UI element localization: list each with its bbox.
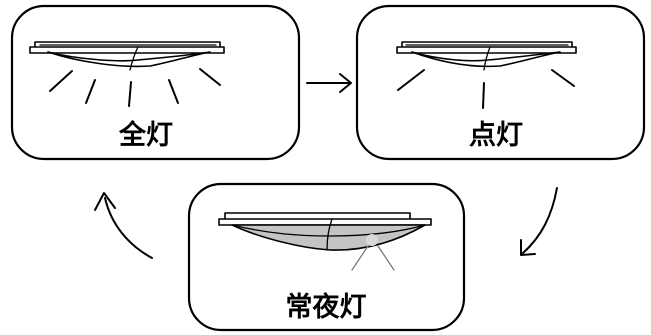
mode-label-dimmed: 点灯 — [469, 120, 523, 151]
mode-label-night-light: 常夜灯 — [286, 291, 367, 323]
mode-label-all-on: 全灯 — [118, 119, 173, 151]
ceiling-light-icon — [396, 41, 577, 71]
panel-all-on: 全灯 — [10, 4, 301, 161]
light-ray-icon — [397, 69, 575, 109]
panel-night-light: 常夜灯 — [187, 182, 466, 332]
cycle-arrow-icon-right — [306, 73, 352, 93]
light-ray-icon — [49, 68, 221, 107]
cycle-arrow-icon-down — [520, 187, 558, 256]
ceiling-light-icon — [218, 212, 432, 251]
ceiling-light-icon — [29, 41, 225, 71]
light-ray-icon — [351, 245, 395, 271]
cycle-arrow-icon-up — [94, 192, 153, 259]
panel-dimmed: 点灯 — [355, 4, 646, 161]
